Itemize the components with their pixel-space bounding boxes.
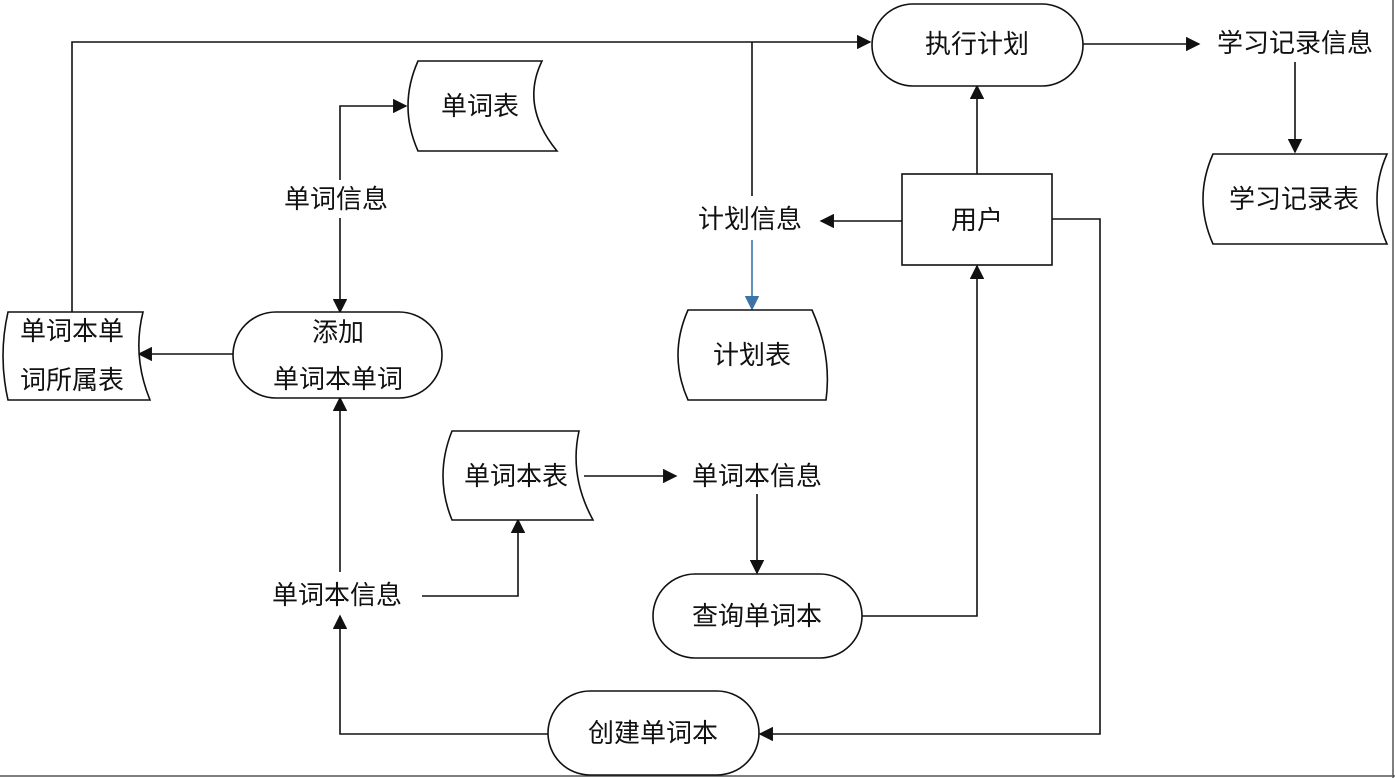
node-notebook-word-table-label-2: 词所属表: [20, 366, 124, 396]
node-plan-table-label: 计划表: [713, 341, 791, 371]
label-notebook-info-left: 单词本信息: [272, 581, 402, 611]
edge-notebook-info-to-notebook-table: [422, 518, 526, 597]
node-query-notebook-label: 查询单词本: [692, 602, 822, 632]
edge-notebook-word-table-to-execute-plan: [71, 34, 872, 312]
node-plan-table: 计划表: [677, 309, 829, 401]
node-notebook-word-table-label-1: 单词本单: [20, 317, 124, 347]
node-add-notebook-word-label-2: 单词本单词: [273, 365, 403, 395]
node-notebook-table-label: 单词本表: [464, 462, 568, 492]
node-word-table-label: 单词表: [441, 92, 519, 122]
node-notebook-word-table: 单词本单 词所属表: [2, 311, 152, 401]
node-study-record-table: 学习记录表: [1202, 153, 1389, 245]
node-query-notebook: 查询单词本: [652, 573, 863, 659]
node-word-table: 单词表: [407, 60, 559, 152]
edge-query-notebook-to-user: [862, 264, 985, 617]
node-execute-plan: 执行计划: [871, 3, 1084, 87]
edge-create-notebook-to-notebook-info: [332, 614, 548, 735]
label-study-record-info: 学习记录信息: [1217, 29, 1373, 59]
node-create-notebook: 创建单词本: [547, 690, 760, 776]
node-user: 用户: [901, 173, 1053, 266]
node-execute-plan-label: 执行计划: [925, 30, 1029, 60]
node-study-record-table-label: 学习记录表: [1229, 185, 1359, 215]
node-user-label: 用户: [951, 206, 1003, 236]
edge-word-info-to-word-table: [339, 98, 408, 180]
node-create-notebook-label: 创建单词本: [588, 719, 718, 749]
node-notebook-table: 单词本表: [442, 430, 595, 521]
node-add-notebook-word-label-1: 添加: [312, 318, 364, 348]
label-word-info: 单词信息: [284, 185, 388, 215]
label-plan-info: 计划信息: [698, 205, 802, 235]
edge-user-to-create-notebook: [758, 218, 1101, 742]
label-notebook-info-right: 单词本信息: [692, 462, 822, 492]
node-add-notebook-word: 添加 单词本单词: [232, 311, 443, 399]
